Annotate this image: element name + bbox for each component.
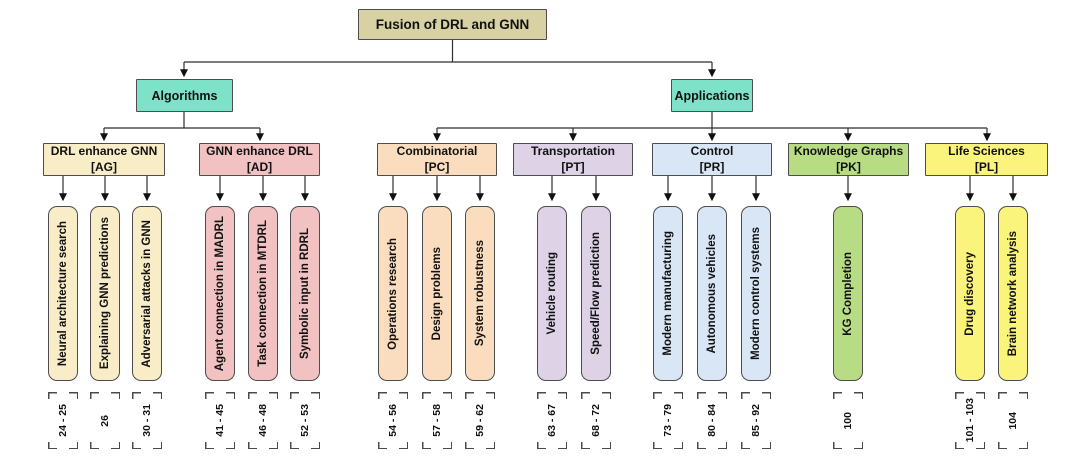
refs-bracket: 57 - 58 (422, 392, 452, 449)
category-node-pl: Life Sciences [PL] (925, 143, 1048, 176)
topic-box: KG Completion (833, 206, 863, 381)
topic-label: Autonomous vehicles (706, 233, 718, 354)
topic-box: Symbolic input in RDRL (290, 206, 320, 381)
topic-box: Neural architecture search (48, 206, 78, 381)
topic-box: Brain network analysis (998, 206, 1028, 381)
refs-label: 54 - 56 (387, 404, 399, 437)
topic-label: System robustness (474, 240, 486, 347)
topic-label: Vehicle routing (546, 252, 558, 335)
branch-label: Algorithms (151, 88, 218, 103)
refs-label: 80 - 84 (706, 404, 718, 437)
category-node-ad: GNN enhance DRL [AD] (199, 143, 320, 176)
refs-bracket: 26 (90, 392, 120, 449)
refs-label: 100 (842, 411, 854, 430)
topic-box: Adversarial attacks in GNN (132, 206, 162, 381)
category-node-pc: Combinatorial [PC] (377, 143, 497, 176)
refs-label: 85 - 92 (750, 404, 762, 437)
root-node: Fusion of DRL and GNN (358, 9, 547, 40)
category-title: Knowledge Graphs (793, 143, 904, 158)
refs-label: 59 - 62 (474, 404, 486, 437)
refs-bracket: 63 - 67 (537, 392, 567, 449)
category-node-ag: DRL enhance GNN [AG] (43, 143, 165, 176)
refs-label: 57 - 58 (431, 404, 443, 437)
category-tag: [PL] (974, 159, 999, 174)
topic-label: Speed/Flow prediction (590, 232, 602, 355)
topic-box: Speed/Flow prediction (581, 206, 611, 381)
refs-bracket: 46 - 48 (248, 392, 278, 449)
category-title: Transportation (530, 143, 615, 158)
refs-bracket: 101 - 103 (955, 392, 985, 449)
refs-label: 41 - 45 (214, 404, 226, 437)
topic-box: System robustness (465, 206, 495, 381)
refs-bracket: 41 - 45 (205, 392, 235, 449)
category-tag: [AD] (246, 159, 273, 174)
topic-label: Operations research (387, 237, 399, 350)
branch-label: Applications (674, 88, 750, 103)
topic-box: Drug discovery (955, 206, 985, 381)
topic-box: Autonomous vehicles (697, 206, 727, 381)
category-title: DRL enhance GNN (50, 143, 158, 158)
refs-label: 24 - 25 (57, 404, 69, 437)
refs-label: 101 - 103 (964, 398, 976, 443)
refs-label: 63 - 67 (546, 404, 558, 437)
topic-box: Operations research (378, 206, 408, 381)
refs-label: 104 (1007, 411, 1019, 430)
topic-box: Agent connection in MADRL (205, 206, 235, 381)
topic-label: Drug discovery (964, 251, 976, 336)
refs-bracket: 52 - 53 (290, 392, 320, 449)
refs-bracket: 30 - 31 (132, 392, 162, 449)
refs-label: 52 - 53 (299, 404, 311, 437)
category-title: GNN enhance DRL (206, 143, 313, 158)
topic-label: Modern control systems (750, 227, 762, 360)
topic-label: Explaining GNN predictions (99, 217, 111, 370)
topic-label: Task connection in MTDRL (257, 220, 269, 367)
refs-bracket: 73 - 79 (653, 392, 683, 449)
category-node-pt: Transportation [PT] (513, 143, 633, 176)
refs-label: 73 - 79 (662, 404, 674, 437)
refs-bracket: 54 - 56 (378, 392, 408, 449)
topic-box: Vehicle routing (537, 206, 567, 381)
refs-label: 46 - 48 (257, 404, 269, 437)
category-tag: [PK] (836, 159, 861, 174)
branch-node-applications: Applications (671, 79, 753, 112)
refs-label: 30 - 31 (141, 404, 153, 437)
topic-label: Modern manufacturing (662, 231, 674, 356)
topic-label: Design problems (431, 246, 443, 341)
category-title: Life Sciences (948, 143, 1025, 158)
topic-label: Adversarial attacks in GNN (141, 219, 153, 368)
root-label: Fusion of DRL and GNN (375, 17, 530, 32)
refs-label: 26 (99, 414, 111, 427)
category-tag: [PC] (424, 159, 450, 174)
refs-bracket: 24 - 25 (48, 392, 78, 449)
topic-box: Task connection in MTDRL (248, 206, 278, 381)
branch-node-algorithms: Algorithms (136, 79, 233, 112)
category-tag: [PR] (699, 159, 725, 174)
topic-label: Symbolic input in RDRL (299, 228, 311, 359)
refs-bracket: 68 - 72 (581, 392, 611, 449)
category-title: Combinatorial (396, 143, 478, 158)
topic-label: Neural architecture search (57, 220, 69, 367)
refs-label: 68 - 72 (590, 404, 602, 437)
refs-bracket: 104 (998, 392, 1028, 449)
topic-box: Design problems (422, 206, 452, 381)
category-tag: [PT] (561, 159, 585, 174)
topic-box: Explaining GNN predictions (90, 206, 120, 381)
category-title: Control (690, 143, 734, 158)
topic-box: Modern manufacturing (653, 206, 683, 381)
refs-bracket: 85 - 92 (741, 392, 771, 449)
category-tag: [AG] (91, 159, 117, 174)
topic-label: KG Completion (842, 251, 854, 336)
refs-bracket: 80 - 84 (697, 392, 727, 449)
category-node-pk: Knowledge Graphs [PK] (788, 143, 909, 176)
category-node-pr: Control [PR] (652, 143, 772, 176)
topic-label: Agent connection in MADRL (214, 215, 226, 372)
topic-label: Brain network analysis (1007, 230, 1019, 357)
topic-box: Modern control systems (741, 206, 771, 381)
refs-bracket: 59 - 62 (465, 392, 495, 449)
refs-bracket: 100 (833, 392, 863, 449)
